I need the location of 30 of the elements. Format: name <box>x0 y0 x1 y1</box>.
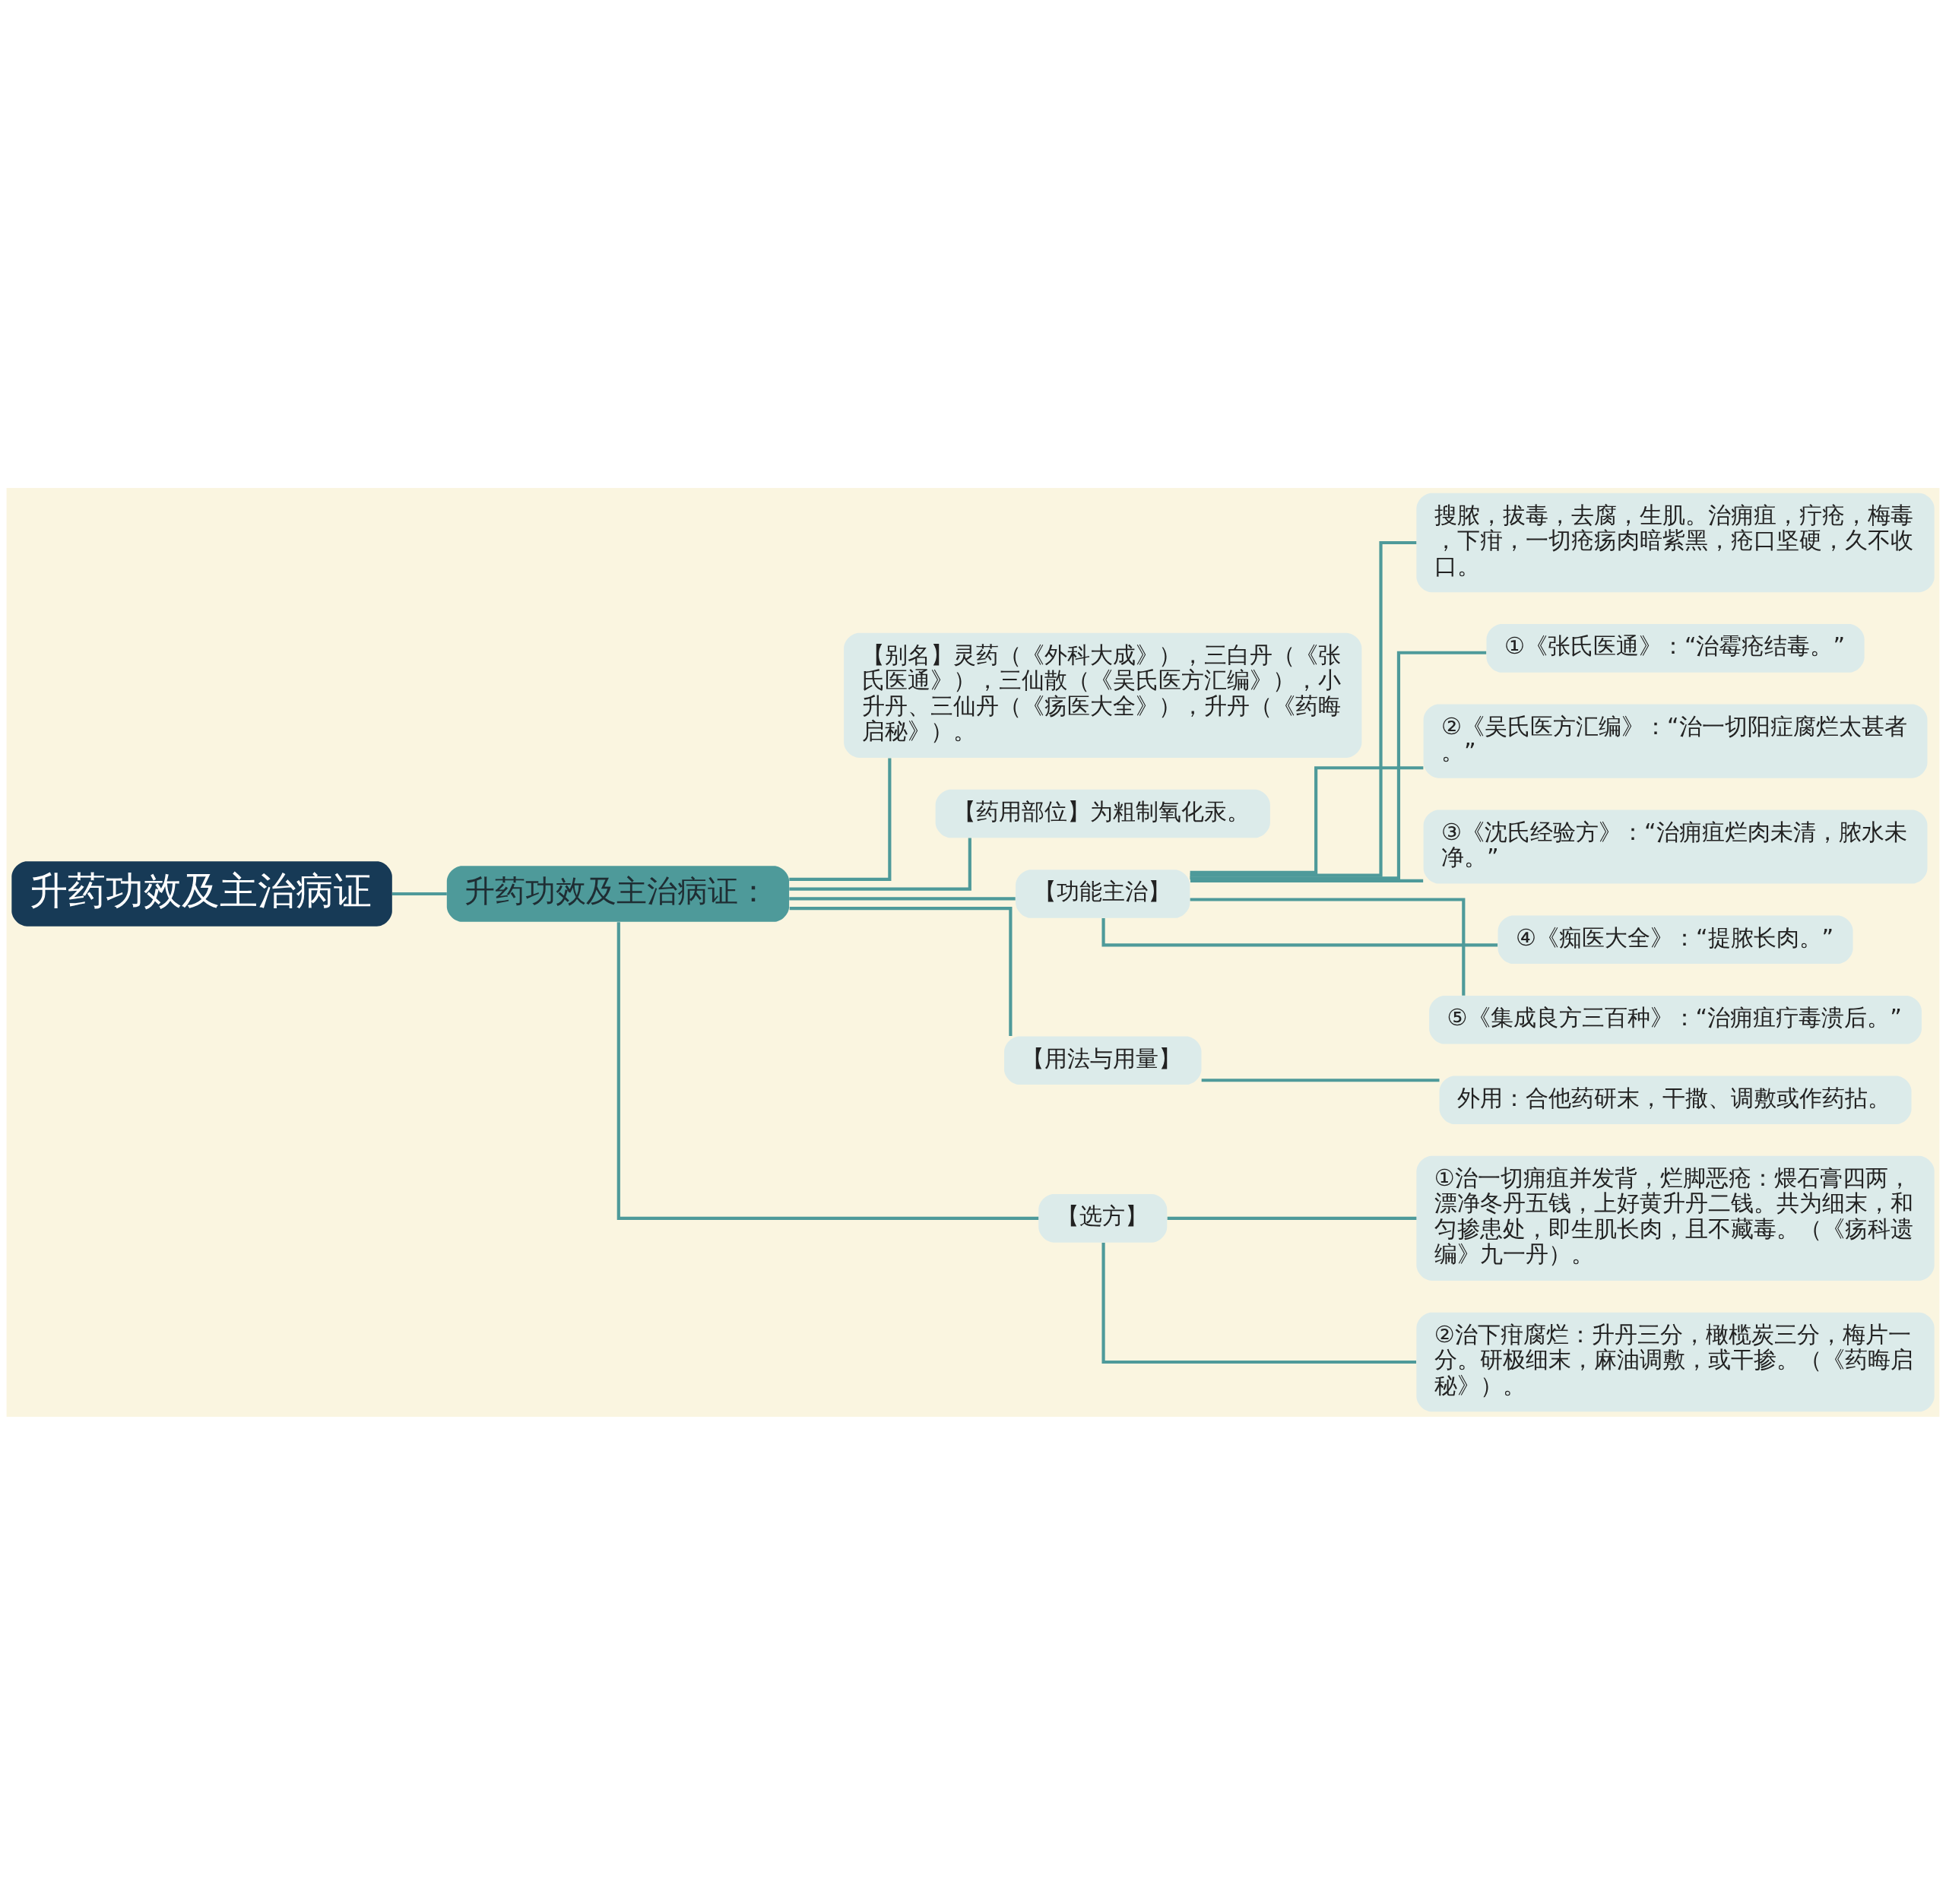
connector <box>789 837 971 891</box>
node-box: 【别名】灵药（《外科大成》），三白丹（《张氏医通》），三仙散（《吴氏医方汇编》），小升丹、三仙丹（《疡医大全》），升丹（《药晦启秘》）。 <box>844 632 1362 758</box>
node-box: 外用：合他药研末，干撒、调敷或作药拈。 <box>1439 1075 1912 1124</box>
connector <box>1201 1078 1440 1082</box>
node-box: ②《吴氏医方汇编》：“治一切阳症腐烂太甚者。” <box>1423 704 1928 778</box>
connector <box>1190 765 1424 874</box>
connector <box>1190 540 1417 877</box>
connector <box>1190 879 1424 882</box>
node-box: 升药功效及主治病证 <box>11 860 392 927</box>
connector <box>789 896 1016 900</box>
node-box: 升药功效及主治病证： <box>446 865 790 922</box>
node-box: 【药用部位】为粗制氧化汞。 <box>935 789 1270 838</box>
node-box: 【选方】 <box>1038 1193 1168 1243</box>
node-box: ①治一切痈疽并发背，烂脚恶疮：煨石膏四两，漂净冬丹五钱，上好黄升丹二钱。共为细末，和匀掺患处，即生肌长肉，且不藏毒。（《疡科遗编》九一丹）。 <box>1416 1155 1935 1281</box>
connector <box>1101 1242 1417 1364</box>
node-box: ⑤《集成良方三百种》：“治痈疽疔毒溃后。” <box>1429 995 1922 1044</box>
connector <box>1167 1216 1417 1220</box>
node-box: ④《痴医大全》：“提脓长肉。” <box>1498 914 1853 964</box>
node-box: 搜脓，拔毒，去腐，生肌。治痈疽，疔疮，梅毒，下疳，一切疮疡肉暗紫黑，疮口坚硬，久不收口。 <box>1416 493 1935 592</box>
connector <box>616 921 1039 1220</box>
connector <box>789 758 892 881</box>
node-box: ①《张氏医通》：“治霉疮结毒。” <box>1486 623 1865 673</box>
node-box: 【功能主治】 <box>1016 869 1190 918</box>
connector <box>392 892 447 895</box>
connector <box>1190 651 1487 879</box>
node-box: ②治下疳腐烂：升丹三分，橄榄炭三分，梅片一分。研极细末，麻油调敷，或干掺。（《药晦启秘》）。 <box>1416 1312 1935 1411</box>
connector <box>1190 897 1466 996</box>
connector <box>789 906 1013 1036</box>
node-box: 【用法与用量】 <box>1004 1036 1202 1085</box>
node-box: ③《沈氏经验方》：“治痈疽烂肉未清，脓水未净。” <box>1423 809 1928 884</box>
